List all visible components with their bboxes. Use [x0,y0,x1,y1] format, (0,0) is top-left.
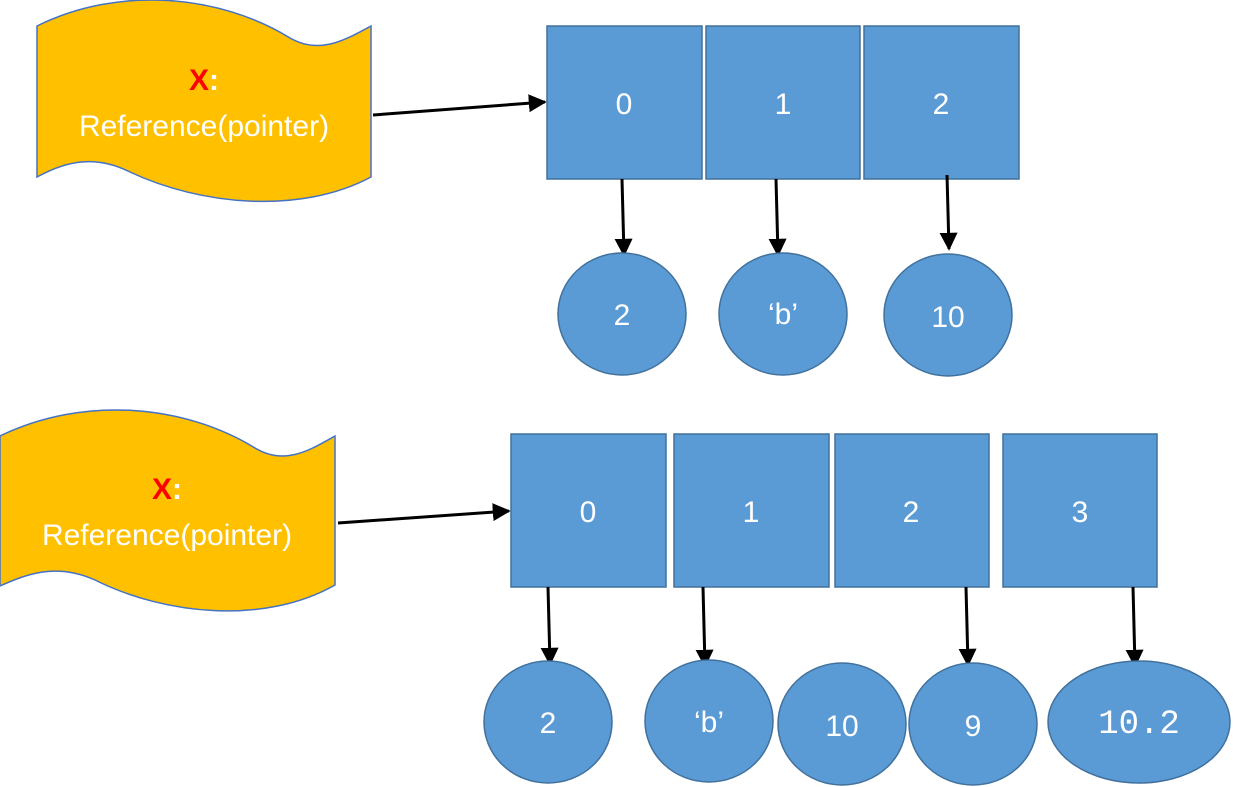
top-element-arrow-1 [768,178,787,257]
bottom-var-colon: : [172,473,182,506]
bottom-cell-index-2: 2 [903,496,920,529]
bottom-list-diagram: X: Reference(pointer) 0 1 2 3 2 [0,409,1231,786]
bottom-pointer-arrow [337,503,511,525]
bottom-variable-banner [0,409,336,612]
top-cell-2 [863,25,1020,180]
bottom-element-arrow-2 [958,586,977,667]
top-cell-index-0: 0 [616,88,633,121]
bottom-value-2: 10 [825,710,858,743]
top-value-node-1 [718,252,848,376]
top-value-node-2 [883,253,1013,377]
bottom-element-arrow-3 [1125,586,1144,668]
bottom-value-objects: 2 ‘b’ 10 9 10.2 [483,659,1231,786]
bottom-cell-2 [834,433,990,588]
bottom-value-0: 2 [540,707,557,740]
bottom-value-1: ‘b’ [694,706,724,739]
bottom-element-arrow-1 [695,586,714,668]
top-variable-banner [36,0,372,203]
bottom-element-arrow-0 [540,586,559,666]
top-element-arrow-0 [614,178,633,257]
top-value-node-0 [557,252,687,376]
top-value-objects: 2 ‘b’ 10 [557,252,1013,377]
bottom-cell-index-0: 0 [580,496,597,529]
bottom-list-cells: 0 1 2 3 [510,433,1158,588]
bottom-banner-title: X: [152,473,182,506]
top-cell-1 [705,25,861,180]
top-cell-0 [546,25,703,180]
bottom-value-4: 10.2 [1098,706,1180,744]
bottom-banner-label: Reference(pointer) [42,519,292,552]
bottom-cell-index-1: 1 [743,496,760,529]
bottom-value-node-1 [644,659,774,783]
bottom-var-name: X [152,473,172,506]
top-value-0: 2 [614,299,631,332]
top-cell-index-2: 2 [933,88,950,121]
top-var-name: X [189,64,209,97]
bottom-value-node-4 [1047,660,1231,784]
top-element-arrow-2 [939,174,958,251]
bottom-cell-1 [673,433,830,588]
top-banner-title: X: [189,64,219,97]
bottom-cell-index-3: 3 [1072,496,1089,529]
top-value-2: 10 [931,301,964,334]
bottom-value-node-0 [483,660,613,784]
bottom-value-3: 9 [965,710,982,743]
bottom-element-arrows [540,586,1144,668]
top-banner-label: Reference(pointer) [79,110,329,143]
top-cell-index-1: 1 [775,88,792,121]
top-list-diagram: X: Reference(pointer) 0 1 2 2 ‘b’ 10 [36,0,1020,377]
top-value-1: ‘b’ [768,298,798,331]
top-var-colon: : [209,64,219,97]
top-element-arrows [614,174,958,257]
bottom-cell-0 [510,433,667,588]
bottom-value-node-3 [908,662,1038,786]
top-pointer-arrow [372,94,547,117]
bottom-cell-3 [1002,433,1158,588]
top-list-cells: 0 1 2 [546,25,1020,180]
bottom-value-node-2 [777,662,907,786]
